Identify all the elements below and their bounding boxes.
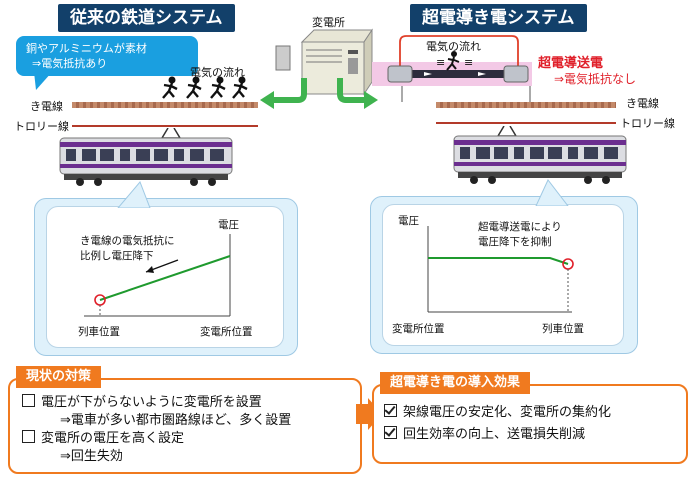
material-callout: 銅やアルミニウムが素材 ⇒電気抵抗あり (16, 36, 198, 76)
right-trolley-label: トロリー線 (620, 117, 675, 130)
right-panel-pointer-icon (535, 179, 569, 206)
sc-cable-icon: ≡ ≡ (387, 35, 529, 83)
left-panel-text2: 比例し電圧降下 (80, 250, 154, 262)
running-people-icon (162, 76, 248, 99)
transition-arrow-icon (356, 398, 382, 430)
substation-icon (275, 28, 373, 96)
right-catenary-label: き電線 (626, 97, 659, 110)
effects-line2-row: 回生効率の向上、送電損失削減 (384, 426, 585, 444)
left-trolley-wire (72, 125, 258, 127)
left-trolley-label: トロリー線 (14, 120, 69, 133)
checked-box-icon (384, 404, 397, 417)
left-y-label: 電圧 (218, 219, 239, 231)
right-y-label: 電圧 (398, 215, 419, 227)
sc-title: 超電導送電 (538, 56, 604, 71)
right-x-right-label: 列車位置 (542, 323, 584, 335)
effects-box (372, 384, 688, 464)
right-panel-text2: 電圧降下を抑制 (478, 236, 552, 248)
svg-text:≡: ≡ (436, 56, 445, 69)
left-voltage-graph (84, 234, 231, 317)
right-graph-inner (382, 204, 624, 346)
right-x-left-label: 変電所位置 (392, 323, 445, 335)
measures-line3-row: 変電所の電圧を高く設定 (22, 430, 184, 448)
right-feeder-links-icon (401, 86, 531, 102)
right-flow-label: 電気の流れ (426, 40, 481, 53)
left-catenary-wire (72, 102, 258, 108)
callout-line2: ⇒電気抵抗あり (32, 57, 108, 70)
current-measures-title: 現状の対策 (16, 366, 102, 388)
current-measures-box (8, 378, 362, 474)
effects-line1: 架線電圧の安定化、変電所の集約化 (403, 405, 612, 420)
measures-line2: ⇒電車が多い都市圏路線ほど、多く設置 (60, 413, 292, 428)
unchecked-box-icon (22, 430, 35, 443)
left-x-left-label: 列車位置 (78, 326, 120, 338)
measures-line3: 変電所の電圧を高く設定 (41, 431, 185, 446)
left-flow-label: 電気の流れ (190, 66, 245, 79)
effects-title: 超電導き電の導入効果 (380, 372, 531, 394)
measures-line1-row: 電圧が下がらないように変電所を設置 (22, 394, 262, 412)
left-title: 従来の鉄道システム (58, 4, 235, 32)
power-flow-arrows-icon (260, 78, 378, 109)
svg-text:≡: ≡ (464, 56, 473, 69)
left-panel-pointer-icon (117, 181, 151, 208)
callout-tail-icon (34, 72, 52, 90)
measures-line1: 電圧が下がらないように変電所を設置 (41, 395, 262, 410)
unchecked-box-icon (22, 394, 35, 407)
callout-line1: 銅やアルミニウムが素材 (26, 42, 147, 55)
sc-sub: ⇒電気抵抗なし (554, 72, 637, 86)
checked-box-icon (384, 426, 397, 439)
measures-line4: ⇒回生失効 (60, 449, 123, 464)
right-train-icon (453, 126, 627, 184)
left-catenary-label: き電線 (30, 100, 63, 113)
right-title: 超電導き電システム (410, 4, 587, 32)
right-voltage-graph (427, 226, 574, 313)
effects-line2: 回生効率の向上、送電損失削減 (403, 427, 586, 442)
right-catenary-wire (436, 102, 616, 108)
left-x-right-label: 変電所位置 (200, 326, 253, 338)
substation-label: 変電所 (312, 16, 345, 29)
left-train-icon (59, 128, 233, 186)
right-trolley-wire (436, 122, 616, 124)
effects-line1-row: 架線電圧の安定化、変電所の集約化 (384, 404, 611, 422)
right-panel-text1: 超電導送電により (478, 221, 562, 233)
left-panel-text1: き電線の電気抵抗に (80, 235, 175, 247)
